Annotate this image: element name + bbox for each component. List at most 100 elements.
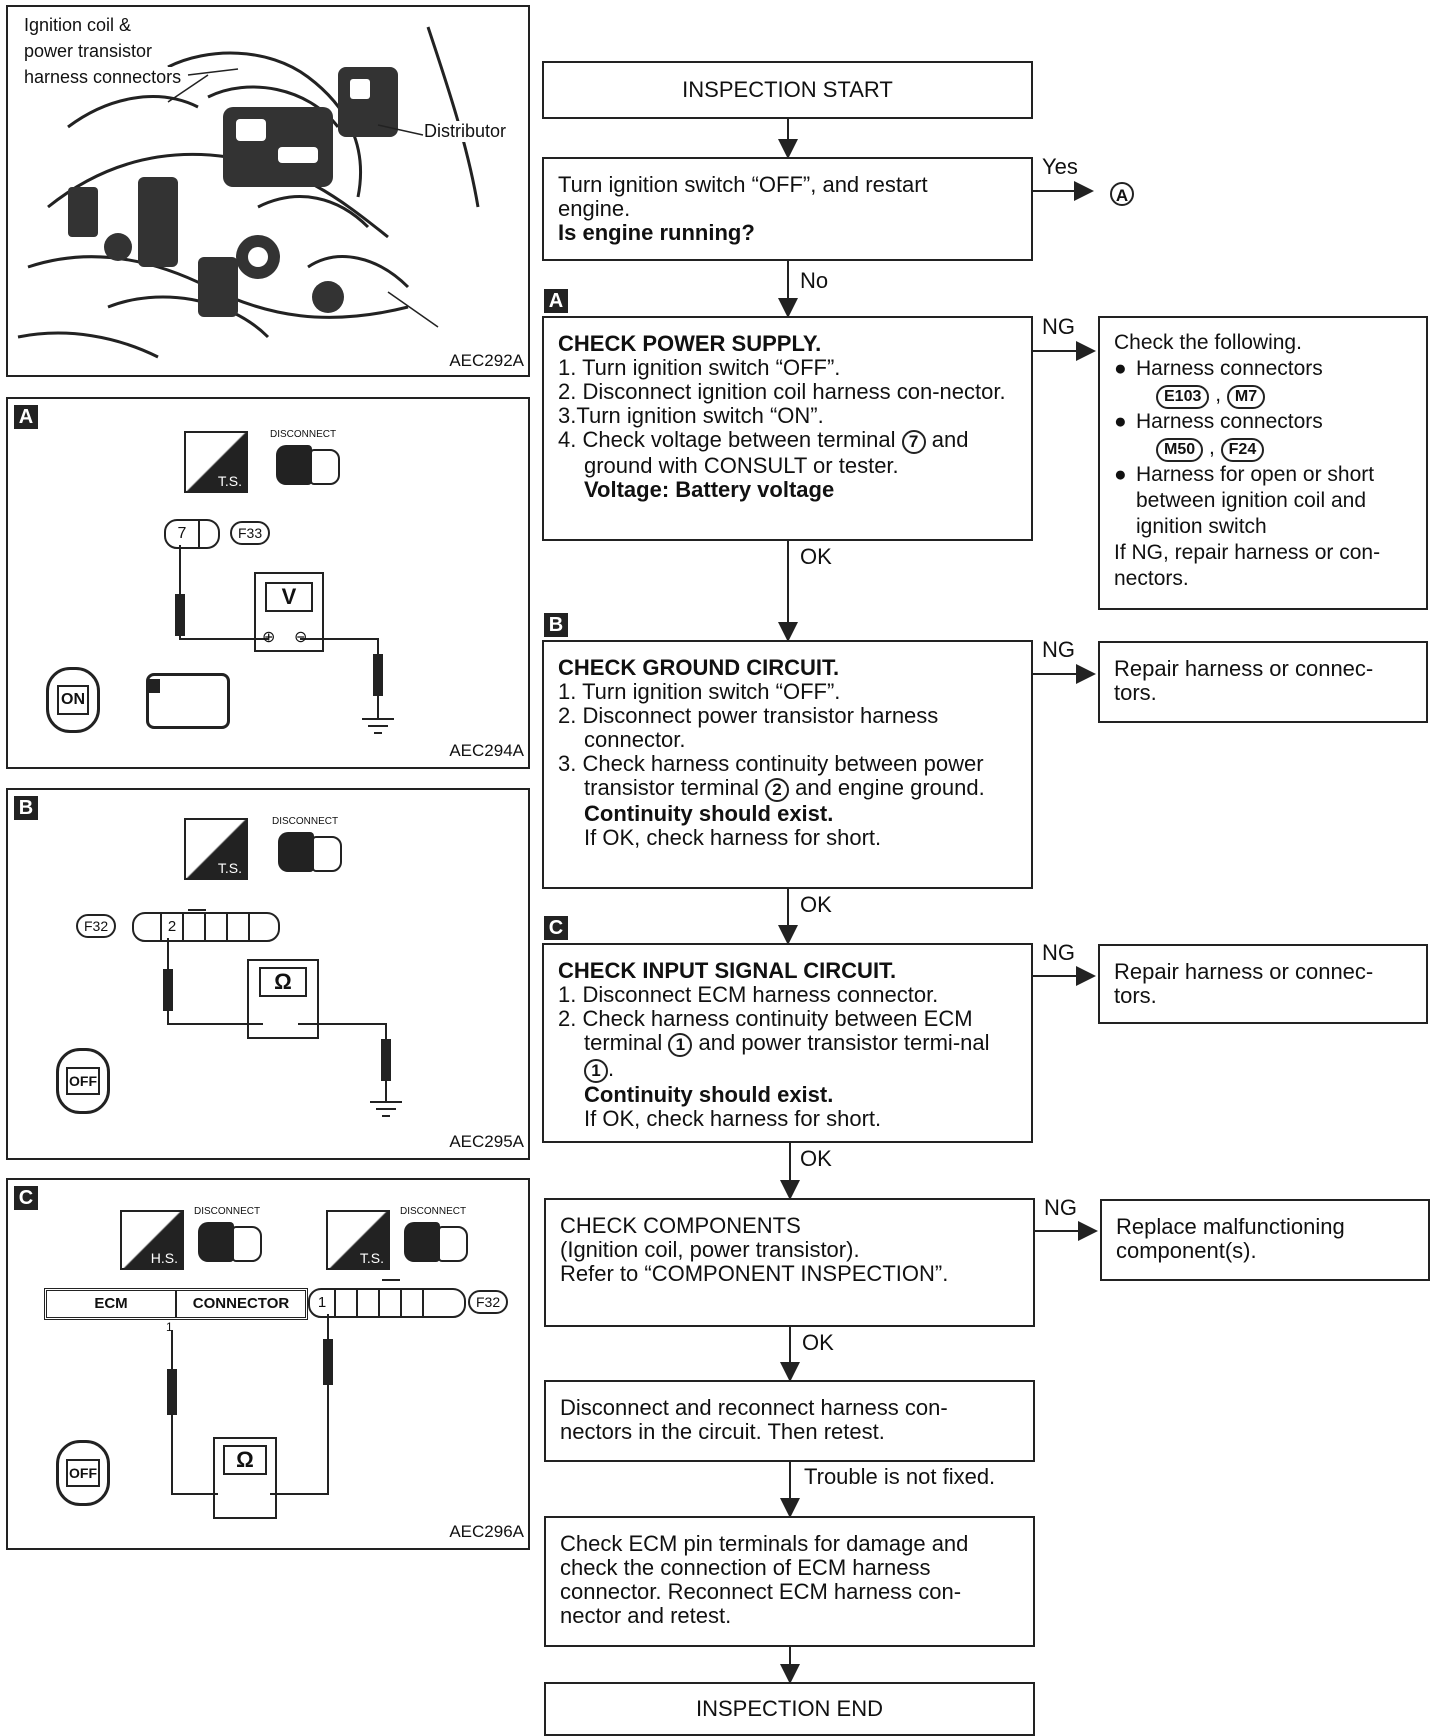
check-following-box: Check the following. Harness connectors …	[1098, 316, 1428, 610]
harness-connectors-item-2: Harness connectors	[1114, 409, 1412, 435]
terminal-7-circle: 7	[901, 430, 926, 454]
power-step-3: 3.Turn ignition switch “ON”.	[558, 403, 824, 428]
key-off-label: OFF	[66, 1459, 100, 1487]
f32-badge: F32	[468, 1290, 509, 1314]
ts-badge: T.S.	[326, 1210, 390, 1270]
check-input-signal-box: CHECK INPUT SIGNAL CIRCUIT. 1. Disconnec…	[542, 943, 1033, 1143]
ts-label: T.S.	[359, 1250, 384, 1266]
input-step-2-b: and power transistor termi-nal	[698, 1030, 990, 1055]
components-line-3: Refer to “COMPONENT INSPECTION”.	[560, 1261, 949, 1286]
terminal-2-cell: 2	[160, 914, 184, 940]
connector-codes-2: M50 , F24	[1114, 435, 1412, 462]
input-step-1: 1. Disconnect ECM harness connector.	[558, 982, 939, 1007]
replace-component-text: Replace malfunctioning component(s).	[1116, 1214, 1345, 1263]
harness-connectors-item-1: Harness connectors	[1114, 356, 1412, 382]
ecm-terminal-1: 1	[166, 1320, 173, 1334]
disconnect-label: DISCONNECT	[270, 429, 337, 440]
connector-codes-1: E103 , M7	[1114, 382, 1412, 409]
ohmmeter-circuit	[167, 1279, 400, 1519]
input-step-2-c: .	[608, 1056, 615, 1081]
engine-icon	[146, 673, 230, 729]
check-power-supply-box: CHECK POWER SUPPLY. 1. Turn ignition swi…	[542, 316, 1033, 541]
disconnect-icon-plug	[438, 1226, 468, 1262]
diagram-panel-b: B T.S. DISCONNECT F32 2 Ω OFF	[6, 788, 530, 1160]
disconnect-icon-plug	[312, 836, 342, 872]
terminal-2-circle: 2	[764, 778, 789, 802]
replace-component-box: Replace malfunctioning component(s).	[1100, 1199, 1430, 1281]
check-ecm-pins-text: Check ECM pin terminals for damage and c…	[560, 1531, 969, 1628]
not-fixed-label: Trouble is not fixed.	[804, 1464, 996, 1489]
ok-label-4: OK	[802, 1330, 834, 1355]
repair-note: If NG, repair harness or con-nectors.	[1114, 541, 1381, 590]
disconnect-icon-plug	[310, 449, 340, 485]
engine-photo-panel: Ignition coil & power transistor harness…	[6, 5, 530, 377]
disconnect-icon	[278, 832, 314, 872]
ecm-connector: ECM CONNECTOR	[44, 1288, 308, 1320]
yes-label: Yes	[1042, 154, 1078, 179]
ground-continuity-spec: Continuity should exist.	[584, 801, 834, 826]
ok-label-1: OK	[800, 544, 832, 569]
inspection-end-box: INSPECTION END	[544, 1682, 1035, 1736]
disconnect-icon	[198, 1222, 234, 1262]
flow-tag-b: B	[544, 613, 568, 637]
voltmeter-circuit	[148, 545, 394, 734]
yes-target-label: A	[1115, 186, 1129, 205]
power-voltage-spec: Voltage: Battery voltage	[584, 477, 835, 502]
check-ground-circuit-box: CHECK GROUND CIRCUIT. 1. Turn ignition s…	[542, 640, 1033, 889]
harness-open-short-item: Harness for open or short between igniti…	[1114, 462, 1412, 540]
ng-label-2: NG	[1042, 637, 1075, 662]
components-line-2: (Ignition coil, power transistor).	[560, 1237, 860, 1262]
ts-badge: T.S.	[184, 431, 248, 493]
check-ecm-pins-box: Check ECM pin terminals for damage and c…	[544, 1516, 1035, 1647]
ecm-connector-label: CONNECTOR	[175, 1291, 305, 1317]
pt-terminal-1-circle: 1	[584, 1059, 608, 1083]
terminal-7-connector: 7	[164, 519, 200, 549]
ng-label-4: NG	[1044, 1195, 1077, 1220]
ok-label-2: OK	[800, 892, 832, 917]
panel-a-tag: A	[14, 405, 38, 429]
pt-terminal-1: 1	[310, 1290, 336, 1316]
diagram-panel-a: A T.S. DISCONNECT 7 F33 V ⊕ ⊖ ON	[6, 397, 530, 769]
input-signal-title: CHECK INPUT SIGNAL CIRCUIT.	[558, 958, 897, 983]
restart-text-line1: Turn ignition switch “OFF”, and restart	[558, 172, 928, 197]
ng-label-1: NG	[1042, 314, 1075, 339]
disconnect-label-1: DISCONNECT	[194, 1206, 261, 1217]
disconnect-label-2: DISCONNECT	[400, 1206, 467, 1217]
disconnect-label: DISCONNECT	[272, 816, 339, 827]
input-continuity-spec: Continuity should exist.	[584, 1082, 834, 1107]
ok-label-3: OK	[800, 1146, 832, 1171]
connector-f24: F24	[1220, 438, 1265, 462]
connector-m7: M7	[1226, 385, 1266, 409]
ignition-key-off-icon: OFF	[56, 1440, 110, 1506]
no-label: No	[800, 268, 829, 293]
ground-step-3: 3. Check harness continuity between powe…	[558, 752, 1017, 802]
restart-text-line2: engine.	[558, 196, 631, 221]
restart-question: Is engine running?	[558, 220, 755, 245]
voltmeter-symbol: V	[281, 584, 297, 609]
check-components-box: CHECK COMPONENTS (Ignition coil, power t…	[544, 1198, 1035, 1327]
components-line-1: CHECK COMPONENTS	[560, 1213, 801, 1238]
ecm-terminal-1-circle: 1	[668, 1033, 693, 1057]
power-transistor-connector: 2	[132, 912, 280, 942]
repair-harness-text-1: Repair harness or connec-tors.	[1114, 656, 1374, 705]
power-step-4-b: and ground with CONSULT or tester.	[584, 427, 969, 478]
ignition-key-on-icon: ON	[46, 667, 100, 733]
reconnect-harness-text: Disconnect and reconnect harness con-nec…	[560, 1395, 948, 1444]
panel-c-figure-code: AEC296A	[449, 1522, 524, 1541]
voltmeter-minus: ⊖	[294, 629, 308, 646]
ground-step-1: 1. Turn ignition switch “OFF”.	[558, 679, 841, 704]
terminal-7-connector-body	[196, 519, 220, 549]
photo-callout-line3: harness connectors	[24, 67, 182, 88]
ground-step-3-b: and engine ground.	[795, 775, 985, 800]
photo-callout-line1: Ignition coil &	[24, 15, 132, 35]
connector-m50: M50	[1156, 438, 1204, 462]
engine-illustration	[17, 26, 480, 359]
reconnect-harness-box: Disconnect and reconnect harness con-nec…	[544, 1380, 1035, 1462]
repair-harness-box-1: Repair harness or connec-tors.	[1098, 641, 1428, 723]
terminal-7-label: 7	[177, 525, 187, 542]
disconnect-icon-plug	[232, 1226, 262, 1262]
inspection-start-box: INSPECTION START	[542, 61, 1033, 119]
ts-label: T.S.	[217, 860, 242, 876]
check-following-title: Check the following.	[1114, 331, 1302, 354]
ground-circuit-title: CHECK GROUND CIRCUIT.	[558, 655, 840, 680]
